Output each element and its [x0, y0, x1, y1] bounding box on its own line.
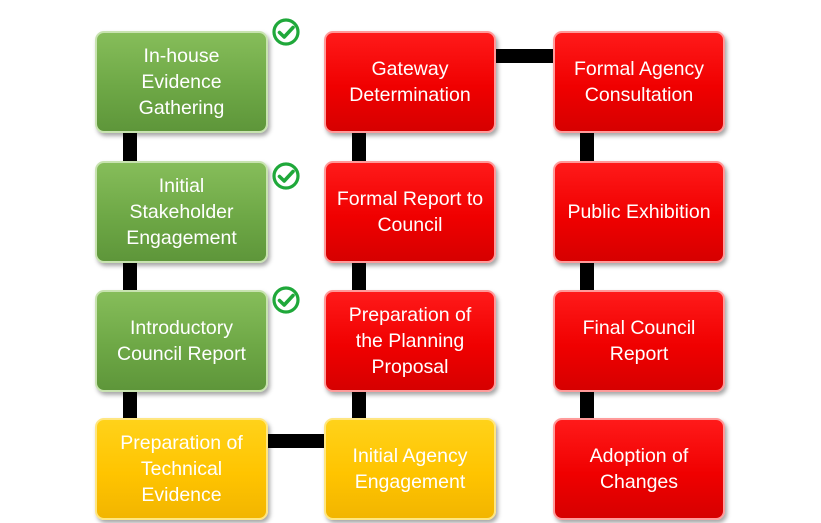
connector-2-3 — [123, 255, 137, 300]
connector-8-9 — [490, 49, 560, 63]
step-label: Gateway Determination — [349, 58, 471, 106]
step-initial-agency-engagement: Initial Agency Engagement — [324, 418, 496, 520]
step-label: Preparation of the Planning Proposal — [348, 304, 472, 378]
connector-9-10 — [580, 125, 594, 170]
step-label: Preparation of Technical Evidence — [120, 432, 243, 506]
check-circle-icon — [272, 162, 300, 190]
connector-10-11 — [580, 255, 594, 300]
step-formal-report-to-council: Formal Report to Council — [324, 161, 496, 263]
step-gateway-determination: Gateway Determination — [324, 31, 496, 133]
step-label: Initial Stakeholder Engagement — [126, 175, 237, 249]
connector-4-5 — [262, 434, 330, 448]
step-label: Final Council Report — [582, 317, 696, 365]
step-label: Formal Agency Consultation — [573, 58, 705, 106]
step-label: Introductory Council Report — [117, 317, 246, 365]
connector-6-7 — [352, 255, 366, 300]
connector-7-8 — [352, 125, 366, 170]
step-public-exhibition: Public Exhibition — [553, 161, 725, 263]
step-introductory-council-report: Introductory Council Report — [95, 290, 268, 392]
connector-1-2 — [123, 125, 137, 170]
step-label: In-house Evidence Gathering — [138, 45, 225, 119]
step-preparation-of-technical-evidence: Preparation of Technical Evidence — [95, 418, 268, 520]
check-circle-icon — [272, 286, 300, 314]
step-label: Adoption of Changes — [589, 445, 689, 493]
step-formal-agency-consultation: Formal Agency Consultation — [553, 31, 725, 133]
step-in-house-evidence-gathering: In-house Evidence Gathering — [95, 31, 268, 133]
step-final-council-report: Final Council Report — [553, 290, 725, 392]
step-adoption-of-changes: Adoption of Changes — [553, 418, 725, 520]
step-label: Public Exhibition — [567, 201, 711, 223]
step-preparation-of-the-planning-proposal: Preparation of the Planning Proposal — [324, 290, 496, 392]
step-label: Initial Agency Engagement — [352, 445, 468, 493]
step-label: Formal Report to Council — [336, 188, 484, 236]
step-initial-stakeholder-engagement: Initial Stakeholder Engagement — [95, 161, 268, 263]
check-circle-icon — [272, 18, 300, 46]
